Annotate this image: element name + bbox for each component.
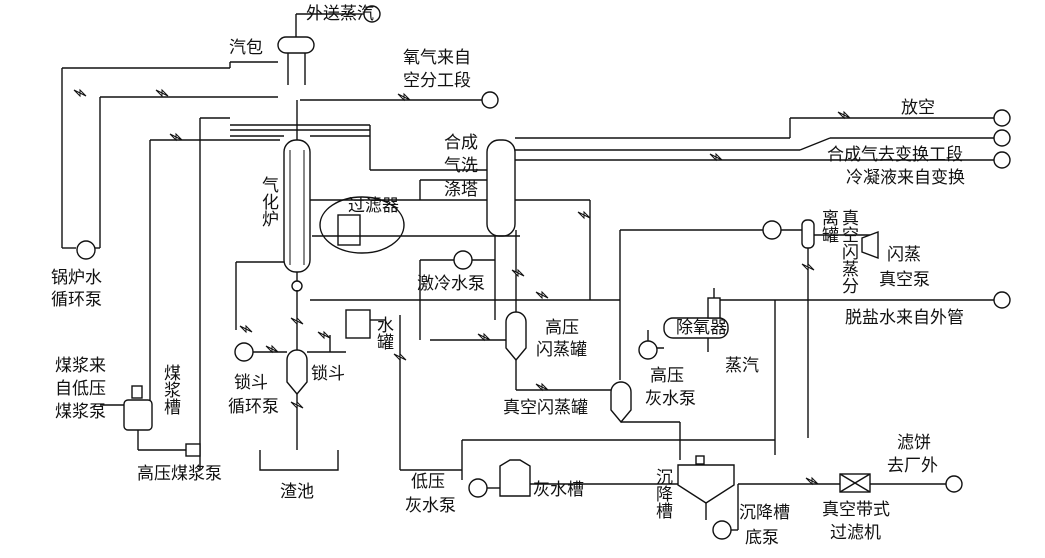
lockhopper-label: 锁斗 <box>311 364 345 384</box>
hp-greywater-pump-label-1: 高压 <box>650 366 684 386</box>
syngas-out-label: 合成气去变换工段 <box>827 145 963 165</box>
hp-flash-label-2: 闪蒸罐 <box>536 340 587 360</box>
steam-drum <box>277 36 315 54</box>
water-tank-label: 水罐 <box>373 316 393 350</box>
deaerator-label: 除氧器 <box>676 318 727 338</box>
slurry-tank-label: 煤浆槽 <box>160 364 180 415</box>
lp-greywater-pump-label-1: 低压 <box>411 472 445 492</box>
lockhopper-pump-label-1: 锁斗 <box>234 373 268 393</box>
syngas-scrubber-label-3: 涤塔 <box>444 180 478 200</box>
belt-filter-label-1: 真空带式 <box>822 500 890 520</box>
boiler-pump-label-1: 锅炉水 <box>51 268 102 288</box>
lp-greywater-pump-icon <box>468 478 488 498</box>
boiler-water-pump-icon <box>76 240 96 260</box>
oxygen-label-2: 空分工段 <box>403 71 471 91</box>
vent-label: 放空 <box>901 98 935 118</box>
water-tank <box>345 309 371 339</box>
condensate-arrow-icon <box>993 151 1011 169</box>
vacuum-separator-label: 真空闪蒸分离罐 <box>818 209 858 294</box>
vacuum-separator <box>801 219 815 249</box>
vent-arrow-icon <box>993 109 1011 127</box>
quench-pump-label: 激冷水泵 <box>417 274 485 294</box>
steam-label: 蒸汽 <box>725 356 759 376</box>
settler <box>677 464 735 504</box>
lockhopper-pump-label-2: 循环泵 <box>228 397 279 417</box>
gasifier-label: 气化炉 <box>258 176 278 227</box>
flash-vacuum-pump <box>861 230 879 260</box>
belt-filter-label-2: 过滤机 <box>830 523 881 543</box>
slurry-from-label-1: 煤浆来 <box>55 356 106 376</box>
flash-vacuum-pump-label-1: 闪蒸 <box>887 245 921 265</box>
syngas-scrubber-label-1: 合成 <box>444 133 478 153</box>
syngas-scrubber <box>486 139 516 237</box>
flash-vacuum-pump-label-2: 真空泵 <box>879 270 930 290</box>
hp-greywater-pump-icon <box>638 340 658 360</box>
boiler-pump-label-2: 循环泵 <box>51 290 102 310</box>
settler-pump-label-1: 沉降槽 <box>739 503 790 523</box>
lockhopper-pump-icon <box>234 342 254 362</box>
vacuum-flash-label: 真空闪蒸罐 <box>503 398 588 418</box>
oxygen-label-1: 氧气来自 <box>403 48 471 68</box>
demin-water-label: 脱盐水来自外管 <box>845 308 964 328</box>
filter-cake-arrow-icon <box>945 475 963 493</box>
lp-greywater-pump-label-2: 灰水泵 <box>405 496 456 516</box>
hp-slurry-pump <box>185 443 201 457</box>
slurry-from-label-2: 自低压 <box>55 379 106 399</box>
settler-label: 沉降槽 <box>652 468 672 519</box>
hp-flash-tank <box>505 311 527 362</box>
oxygen-arrow-icon <box>481 91 499 109</box>
gasifier <box>283 139 311 273</box>
filter <box>337 214 361 246</box>
greywater-tank <box>499 459 531 497</box>
slurry-from-label-3: 煤浆泵 <box>55 402 106 422</box>
slag-pit-label: 渣池 <box>280 482 314 502</box>
lockhopper <box>286 349 308 396</box>
condensate-label: 冷凝液来自变换 <box>846 168 965 188</box>
hp-greywater-pump-label-2: 灰水泵 <box>645 389 696 409</box>
drum-label: 汽包 <box>229 38 263 58</box>
greywater-tank-label: 灰水槽 <box>533 480 584 500</box>
filter-label: 过滤器 <box>348 196 399 216</box>
condenser-icon <box>762 220 782 240</box>
syngas-out-arrow-icon <box>993 129 1011 147</box>
syngas-scrubber-label-2: 气洗 <box>444 156 478 176</box>
hp-slurry-pump-label: 高压煤浆泵 <box>137 464 222 484</box>
settler-pump-icon <box>712 520 732 540</box>
settler-pump-label-2: 底泵 <box>745 528 779 548</box>
vacuum-flash-tank <box>610 381 632 424</box>
filter-cake-label-2: 去厂外 <box>887 456 938 476</box>
export-steam-label: 外送蒸汽 <box>306 4 374 24</box>
deaerator <box>663 317 729 339</box>
quench-pump-icon <box>453 250 473 270</box>
demin-water-arrow-icon <box>993 291 1011 309</box>
hp-flash-label-1: 高压 <box>545 318 579 338</box>
filter-cake-label-1: 滤饼 <box>897 433 931 453</box>
slurry-tank <box>123 399 153 431</box>
